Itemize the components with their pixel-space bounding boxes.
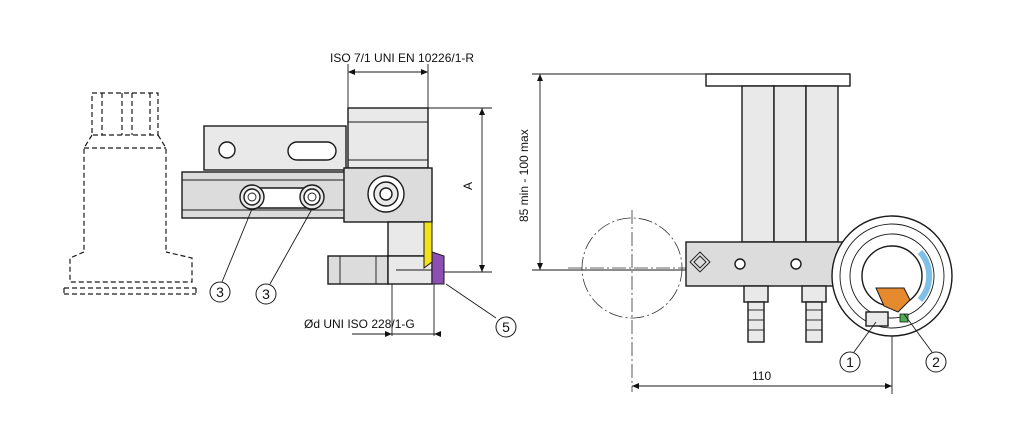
support-columns (741, 85, 839, 243)
height-range-label: 85 min - 100 max (517, 129, 531, 222)
callout-3a-text: 3 (216, 284, 224, 300)
yellow-gasket (423, 221, 433, 269)
dimension-height: 85 min - 100 max (517, 73, 706, 271)
bracket-plate (203, 125, 347, 171)
thread-iso7-label: ISO 7/1 UNI EN 10226/1-R (330, 51, 474, 65)
callout-1: 1 (839, 321, 877, 373)
thread-iso228-label: Ød UNI ISO 228/1-G (304, 317, 415, 331)
mounting-rail (181, 171, 351, 219)
nut-right (299, 184, 325, 210)
dashed-ghost-fitting (63, 92, 197, 295)
dashed-reference-circle (568, 210, 700, 392)
dimension-110: 110 (632, 336, 893, 394)
callout-2-text: 2 (932, 354, 940, 370)
horizontal-bar (685, 241, 851, 287)
dim-a-label: A (461, 182, 475, 190)
callout-5-text: 5 (502, 319, 510, 335)
logo-diamond-icon (689, 251, 711, 273)
callout-5: 5 (445, 283, 517, 338)
callout-3b-text: 3 (262, 286, 270, 302)
dimension-iso228: Ød UNI ISO 228/1-G (304, 284, 441, 337)
top-plate (705, 73, 851, 87)
callout-3a: 3 (209, 208, 253, 303)
callout-1-text: 1 (846, 354, 854, 370)
purple-seal (431, 251, 445, 285)
burner-ring (831, 215, 953, 337)
bolt-right (801, 285, 827, 343)
blue-arc (917, 250, 933, 302)
callout-2: 2 (903, 313, 947, 373)
nut-left (239, 184, 265, 210)
dimension-iso7: ISO 7/1 UNI EN 10226/1-R (330, 51, 474, 108)
fitting-body (327, 107, 433, 285)
width-110-label: 110 (752, 369, 771, 383)
dimension-a: A (428, 107, 492, 273)
callout-3b: 3 (255, 208, 313, 305)
bolt-left (743, 285, 769, 343)
orange-part (875, 287, 911, 313)
